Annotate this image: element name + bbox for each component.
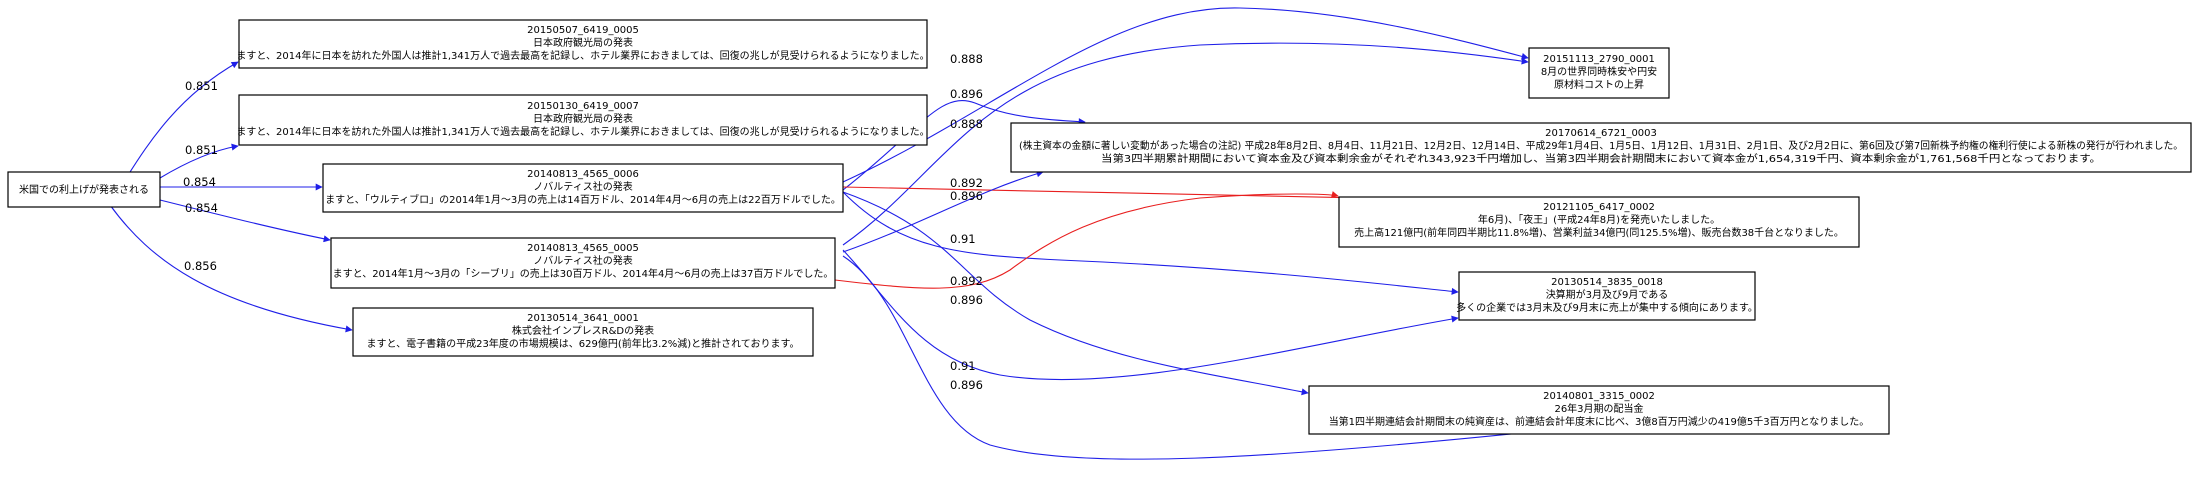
node-id: 20121105_6417_0002 bbox=[1543, 202, 1655, 213]
edge-label: 0.91 bbox=[950, 232, 976, 246]
node-text: 当第3四半期累計期間において資本金及び資本剰余金がそれぞれ343,923千円増加… bbox=[1101, 152, 2101, 165]
graph-node[interactable]: 20121105_6417_0002 年6月)、「夜王」(平成24年8月)を発売… bbox=[1338, 196, 1860, 248]
edge-n0-n2 bbox=[159, 143, 239, 179]
edge-label: 0.854 bbox=[185, 201, 218, 215]
node-label: ノバルティス社の発表 bbox=[533, 180, 632, 193]
graph-node[interactable]: 20140813_4565_0005 ノバルティス社の発表 ますと、2014年1… bbox=[330, 237, 836, 289]
node-label: 米国での利上げが発表される bbox=[19, 183, 149, 196]
node-label: ノバルティス社の発表 bbox=[533, 254, 632, 267]
node-text: ますと、「ウルティブロ」の2014年1月～3月の売上は14百万ドル、2014年4… bbox=[325, 193, 841, 206]
nodes-layer: 米国での利上げが発表される 20150507_6419_0005 日本政府観光局… bbox=[7, 19, 2192, 435]
node-label: 年6月)、「夜王」(平成24年8月)を発売いたしました。 bbox=[1478, 213, 1720, 226]
node-label: 日本政府観光局の発表 bbox=[533, 112, 633, 125]
edge-label: 0.896 bbox=[950, 378, 983, 392]
graph-node[interactable]: 20140801_3315_0002 26年3月期の配当金 当第1四半期連結会計… bbox=[1308, 385, 1890, 435]
edge-label: 0.91 bbox=[950, 359, 976, 373]
graph-node[interactable]: 20140813_4565_0006 ノバルティス社の発表 ますと、「ウルティブ… bbox=[322, 163, 844, 213]
edge-label: 0.896 bbox=[950, 87, 983, 101]
node-id: 20140813_4565_0005 bbox=[527, 243, 639, 254]
node-id: 20150507_6419_0005 bbox=[527, 25, 639, 36]
node-text: ますと、2014年に日本を訪れた外国人は推計1,341万人で過去最高を記録し、ホ… bbox=[236, 49, 929, 62]
edge-n3-n7 bbox=[842, 100, 1086, 191]
graph-node[interactable]: 20130514_3835_0018 決算期が3月及び9月である 多くの企業では… bbox=[1456, 271, 1758, 321]
edge-label: 0.888 bbox=[950, 117, 983, 131]
edge-label: 0.896 bbox=[950, 189, 983, 203]
graph-node[interactable]: 20130514_3641_0001 株式会社インプレスR&Dの発表 ますと、電… bbox=[352, 307, 814, 357]
node-id: 20151113_2790_0001 bbox=[1543, 54, 1655, 65]
edges-layer: 0.851 0.851 0.854 0.854 0.856 0.888 0.89… bbox=[109, 7, 1551, 460]
edge-label: 0.854 bbox=[183, 175, 216, 189]
edge-label: 0.856 bbox=[184, 259, 217, 273]
edge-n3-n10 bbox=[842, 191, 1309, 396]
node-id: 20140801_3315_0002 bbox=[1543, 391, 1655, 402]
edge-n4-n6 bbox=[842, 42, 1529, 246]
edge-n3-n6 bbox=[842, 7, 1529, 183]
graph-node[interactable]: 20150130_6419_0007 日本政府観光局の発表 ますと、2014年に… bbox=[236, 94, 930, 146]
node-label: 株式会社インプレスR&Dの発表 bbox=[512, 324, 654, 337]
graph-node[interactable]: 20170614_6721_0003 (株主資本の金額に著しい変動があった場合の… bbox=[1010, 122, 2192, 173]
node-text: ますと、2014年1月～3月の「シーブリ」の売上は30百万ドル、2014年4月～… bbox=[333, 267, 834, 280]
edge-n4-n7 bbox=[842, 170, 1044, 253]
edge-label: 0.851 bbox=[185, 143, 218, 157]
node-label: (株主資本の金額に著しい変動があった場合の注記) 平成28年8月2日、8月4日、… bbox=[1019, 139, 2183, 152]
node-label: 8月の世界同時株安や円安 bbox=[1541, 65, 1657, 78]
edge-label: 0.851 bbox=[185, 79, 218, 93]
edge-n4-n8 bbox=[834, 191, 1339, 289]
edge-n0-n4 bbox=[159, 199, 331, 243]
node-text: ますと、電子書籍の平成23年度の市場規模は、629億円(前年比3.2%減)と推計… bbox=[366, 337, 799, 350]
edge-n0-n5 bbox=[109, 204, 353, 333]
node-label: 決算期が3月及び9月である bbox=[1546, 288, 1669, 301]
node-label: 日本政府観光局の発表 bbox=[533, 36, 633, 49]
edge-label: 0.892 bbox=[950, 176, 983, 190]
graph-node[interactable]: 20151113_2790_0001 8月の世界同時株安や円安 原材料コストの上… bbox=[1528, 47, 1670, 99]
node-text: 売上高121億円(前年同四半期比11.8%増)、営業利益34億円(同125.5%… bbox=[1354, 226, 1844, 239]
node-id: 20150130_6419_0007 bbox=[527, 101, 639, 112]
node-text: 当第1四半期連結会計期間末の純資産は、前連結会計年度末に比べ、3億8百万円減少の… bbox=[1329, 415, 1870, 428]
node-text: 原材料コストの上昇 bbox=[1554, 78, 1644, 91]
edge-n3-n9 bbox=[842, 191, 1459, 295]
node-text: 多くの企業では3月末及び9月末に売上が集中する傾向にあります。 bbox=[1456, 301, 1758, 314]
edge-n4-n9 bbox=[842, 249, 1459, 381]
edge-label: 0.896 bbox=[950, 293, 983, 307]
node-id: 20140813_4565_0006 bbox=[527, 169, 639, 180]
edge-n4-n10 bbox=[842, 255, 1551, 460]
node-text: ますと、2014年に日本を訪れた外国人は推計1,341万人で過去最高を記録し、ホ… bbox=[236, 125, 929, 138]
node-label: 26年3月期の配当金 bbox=[1554, 402, 1643, 415]
graph-node[interactable]: 米国での利上げが発表される bbox=[7, 171, 161, 208]
node-id: 20170614_6721_0003 bbox=[1545, 128, 1657, 139]
node-id: 20130514_3835_0018 bbox=[1551, 277, 1663, 288]
graph-node[interactable]: 20150507_6419_0005 日本政府観光局の発表 ますと、2014年に… bbox=[236, 19, 930, 69]
edge-label: 0.888 bbox=[950, 52, 983, 66]
node-id: 20130514_3641_0001 bbox=[527, 313, 639, 324]
edge-n0-n1 bbox=[124, 61, 239, 181]
